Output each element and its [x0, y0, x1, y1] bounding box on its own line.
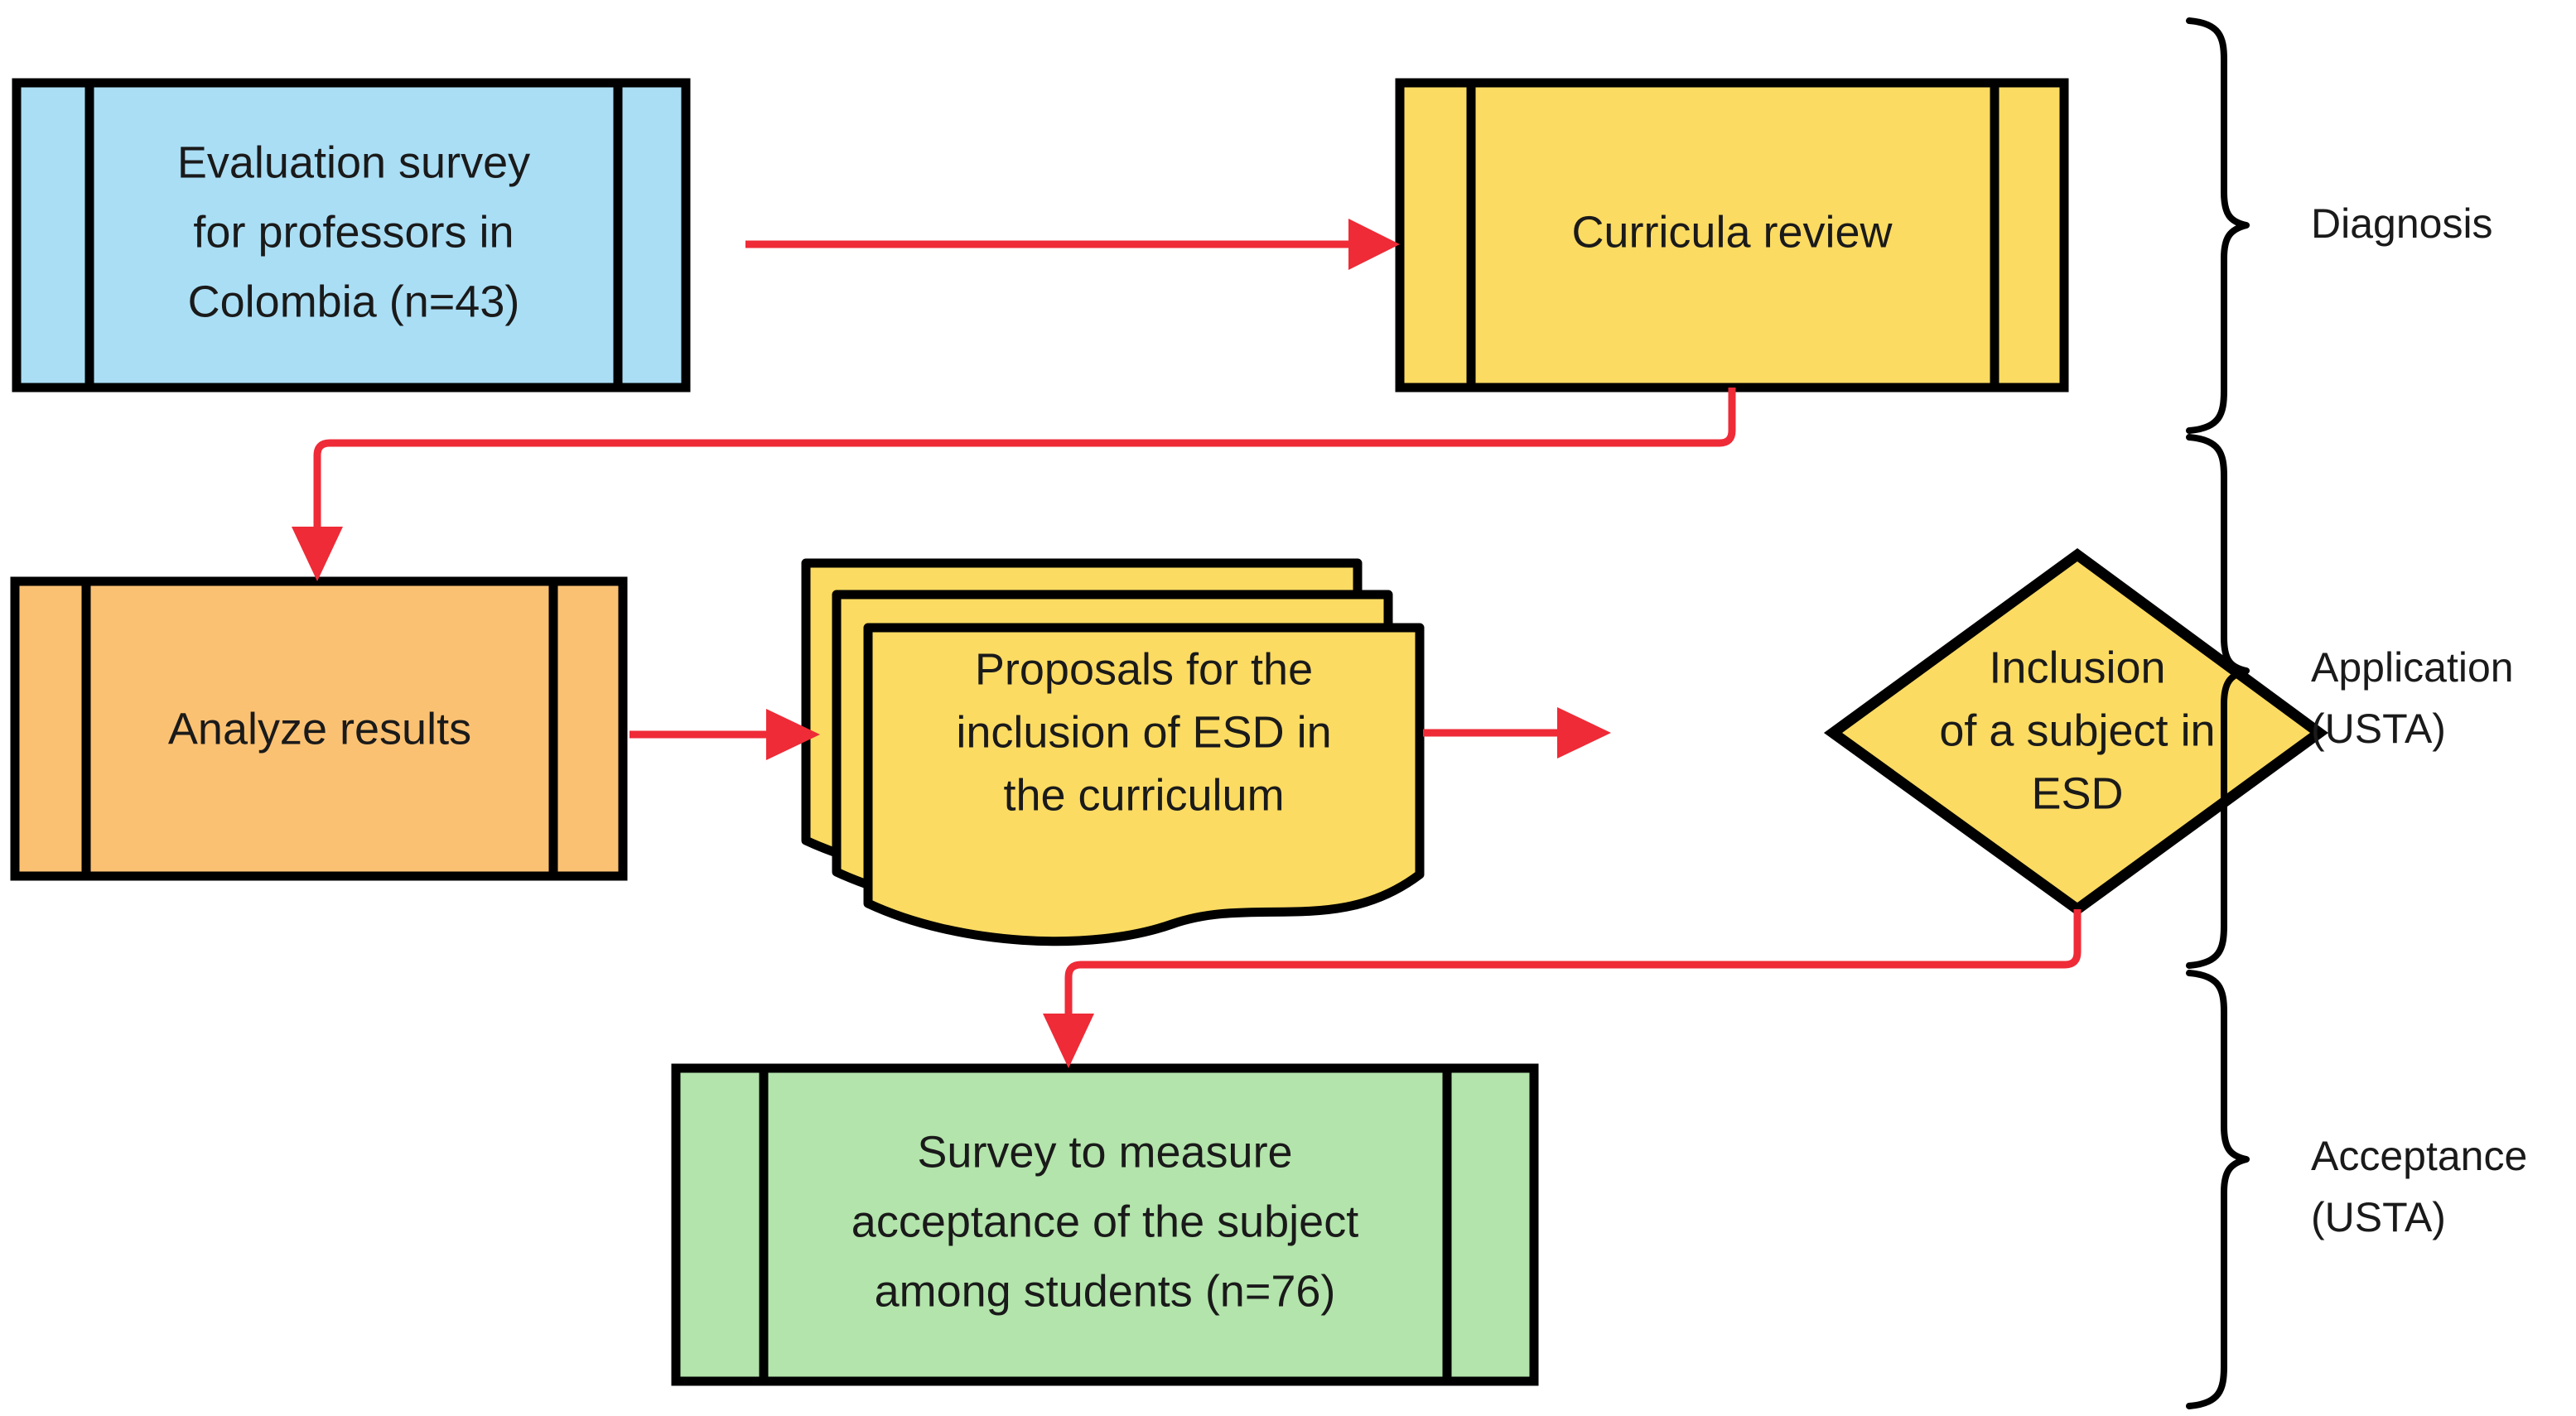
node-acceptance-survey[interactable]: Survey to measure acceptance of the subj…	[671, 1063, 1539, 1386]
analyze-results-label: Analyze results	[168, 704, 471, 754]
edge-proposals-to-inclusion	[1423, 707, 1611, 759]
edge-proposals-to-inclusion-arrowhead	[1557, 707, 1611, 759]
phase-acceptance-label-line-2: (USTA)	[2311, 1194, 2446, 1240]
phase-diagnosis-brace	[2186, 17, 2250, 434]
phase-application: Application (USTA)	[2186, 434, 2514, 969]
edge-inclusion-to-acceptance-arrowhead	[1043, 1014, 1094, 1068]
proposals-esd-label-line-1: Proposals for the	[975, 644, 1313, 694]
phase-application-brace	[2186, 434, 2250, 969]
edge-analyze-to-proposals-arrowhead	[766, 709, 820, 760]
edge-inclusion-to-acceptance	[1043, 909, 2082, 1068]
node-curricula-review[interactable]: Curricula review	[1395, 78, 2069, 393]
evaluation-survey-label-line-2: for professors in	[193, 207, 514, 257]
edge-curricula-to-analyze	[292, 388, 1736, 581]
curricula-review-body	[1395, 78, 2069, 393]
inclusion-subject-label-line-3: ESD	[2031, 768, 2123, 818]
proposals-esd-sheet-front	[863, 623, 1425, 946]
inclusion-subject-label-line-1: Inclusion	[1989, 643, 2165, 692]
edge-curricula-to-analyze-arrowhead	[292, 527, 343, 581]
phase-acceptance-label-line-1: Acceptance	[2311, 1133, 2527, 1179]
inclusion-subject-diamond	[1823, 547, 2328, 917]
edge-survey-to-curricula-arrowhead	[1348, 219, 1400, 270]
acceptance-survey-label-line-1: Survey to measure	[917, 1127, 1292, 1177]
curricula-review-label: Curricula review	[1571, 207, 1893, 257]
acceptance-survey-label-line-2: acceptance of the subject	[851, 1197, 1358, 1246]
proposals-esd-label-line-3: the curriculum	[1003, 770, 1284, 820]
acceptance-survey-body	[671, 1063, 1539, 1386]
node-analyze-results[interactable]: Analyze results	[10, 576, 628, 881]
evaluation-survey-body	[12, 78, 691, 393]
phase-application-label-line-2: (USTA)	[2311, 706, 2446, 752]
node-evaluation-survey[interactable]: Evaluation survey for professors in Colo…	[12, 78, 691, 393]
evaluation-survey-label-line-1: Evaluation survey	[177, 137, 530, 187]
proposals-esd-label-line-2: inclusion of ESD in	[956, 707, 1331, 757]
edge-inclusion-to-acceptance-line	[1064, 909, 2082, 1019]
phase-diagnosis: Diagnosis	[2186, 17, 2493, 434]
node-proposals-esd[interactable]: Proposals for the inclusion of ESD in th…	[801, 558, 1425, 946]
edge-survey-to-curricula	[745, 219, 1400, 270]
acceptance-survey-label-line-3: among students (n=76)	[875, 1266, 1336, 1316]
analyze-results-body	[10, 576, 628, 881]
phase-acceptance-brace	[2186, 970, 2250, 1409]
phase-application-label-line-1: Application	[2311, 644, 2514, 691]
phase-diagnosis-label: Diagnosis	[2311, 200, 2493, 247]
edge-curricula-to-analyze-line	[313, 388, 1736, 530]
node-inclusion-subject[interactable]: Inclusion of a subject in ESD	[1823, 547, 2328, 917]
inclusion-subject-label-line-2: of a subject in	[1939, 706, 2215, 755]
phase-acceptance: Acceptance (USTA)	[2186, 970, 2527, 1409]
evaluation-survey-label-line-3: Colombia (n=43)	[188, 277, 520, 326]
edge-analyze-to-proposals	[630, 709, 820, 760]
